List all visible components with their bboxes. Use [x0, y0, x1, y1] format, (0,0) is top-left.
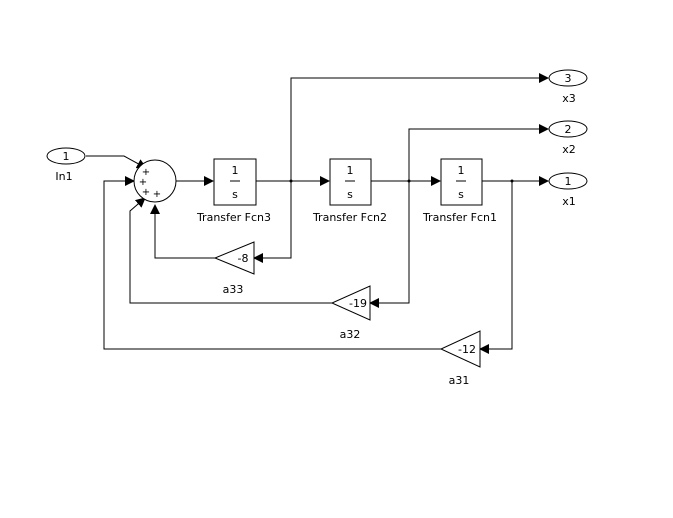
inport-label: In1	[55, 170, 72, 183]
outport-x3[interactable]: 3 x3	[548, 69, 588, 105]
transfer-fcn1[interactable]: 1 s Transfer Fcn1	[422, 158, 497, 224]
transfer-fcn-numerator: 1	[347, 164, 354, 177]
gain-label: a32	[340, 328, 361, 341]
wire-a33-to-sum	[150, 204, 215, 259]
wire-in1-to-sum	[86, 155, 147, 169]
transfer-fcn2[interactable]: 1 s Transfer Fcn2	[312, 158, 387, 224]
wire-a32-to-sum	[129, 197, 332, 304]
gain-a32[interactable]: -19 a32	[330, 285, 371, 341]
transfer-fcn-box	[329, 158, 372, 206]
transfer-fcn3[interactable]: 1 s Transfer Fcn3	[196, 158, 271, 224]
branch-point	[407, 179, 411, 183]
transfer-fcn-label: Transfer Fcn1	[422, 211, 497, 224]
gain-triangle	[330, 285, 371, 321]
transfer-fcn-denominator: s	[347, 188, 353, 201]
sum-sign: +	[142, 167, 150, 178]
outport-number: 1	[565, 175, 572, 188]
wire-branch-to-a33	[253, 181, 292, 263]
outport-shape	[548, 172, 588, 190]
outport-shape	[548, 69, 588, 87]
transfer-fcn-denominator: s	[458, 188, 464, 201]
inport-shape	[46, 147, 86, 165]
gain-a31[interactable]: -12 a31	[439, 330, 481, 387]
outport-number: 3	[565, 72, 572, 85]
transfer-fcn-box	[440, 158, 483, 206]
gain-a33[interactable]: -8 a33	[213, 241, 255, 296]
outport-shape	[548, 120, 588, 138]
wire-branch-to-a31	[479, 181, 513, 354]
outport-x1[interactable]: 1 x1	[548, 172, 588, 208]
transfer-fcn-label: Transfer Fcn3	[196, 211, 271, 224]
transfer-fcn-numerator: 1	[458, 164, 465, 177]
outport-label: x1	[562, 195, 576, 208]
gain-triangle	[213, 241, 255, 275]
gain-label: a31	[449, 374, 470, 387]
sum-block[interactable]: + + + +	[133, 159, 177, 203]
transfer-fcn-label: Transfer Fcn2	[312, 211, 387, 224]
transfer-fcn-denominator: s	[232, 188, 238, 201]
sum-sign: +	[153, 189, 161, 200]
sum-sign: +	[139, 177, 147, 188]
wire-branch-to-x3	[290, 73, 549, 181]
outport-x2[interactable]: 2 x2	[548, 120, 588, 156]
gain-label: a33	[223, 283, 244, 296]
wire-branch-to-x2	[408, 124, 549, 181]
gain-value: -8	[238, 252, 249, 265]
gain-triangle	[439, 330, 481, 368]
outport-number: 2	[565, 123, 572, 136]
outport-label: x3	[562, 92, 576, 105]
branch-point	[289, 179, 293, 183]
sum-sign: +	[142, 187, 150, 198]
gain-value: -19	[349, 297, 367, 310]
branch-point	[510, 179, 514, 183]
transfer-fcn-box	[213, 158, 257, 206]
sum-circle	[133, 159, 177, 203]
inport-number: 1	[63, 150, 70, 163]
inport-in1[interactable]: 1 In1	[46, 147, 86, 183]
wire-branch-to-a32	[369, 181, 410, 308]
wire-a31-to-sum	[103, 176, 441, 350]
transfer-fcn-numerator: 1	[232, 164, 239, 177]
gain-value: -12	[458, 343, 476, 356]
outport-label: x2	[562, 143, 576, 156]
signal-lines	[86, 73, 549, 354]
